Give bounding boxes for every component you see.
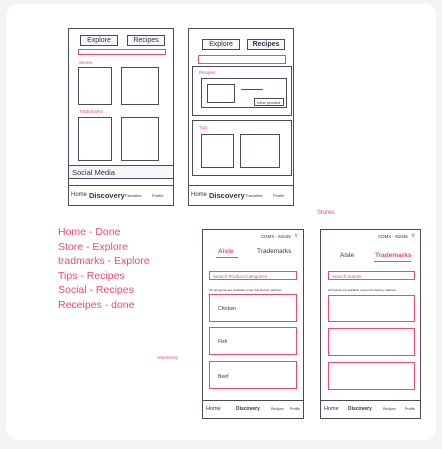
tip-card[interactable] <box>201 134 234 168</box>
recipe-image <box>207 84 235 103</box>
nav-profile[interactable]: Profile <box>405 407 415 411</box>
category-label: Beef <box>218 374 229 380</box>
tab-trademarks[interactable]: Trademarks <box>257 248 292 255</box>
nav-favorites[interactable]: Favorites <box>125 193 142 198</box>
tip-card[interactable] <box>240 134 280 168</box>
stores-heading: Stores <box>317 210 335 216</box>
brand-card[interactable] <box>328 362 415 390</box>
nav-profile[interactable]: Profile <box>152 193 164 198</box>
recipe-card[interactable]: View product <box>201 78 287 108</box>
wireframe-recipes: Explore Recipes Recipes View product Tip… <box>188 28 294 206</box>
tab-underline <box>374 261 411 262</box>
bottom-nav: Home Discovery Recipes Profile <box>203 400 303 418</box>
delivery-location[interactable]: CDMX - 91045 <box>378 234 408 239</box>
brand-card[interactable] <box>328 295 415 322</box>
nav-discovery[interactable]: Discovery <box>209 191 245 200</box>
note-item: Social - Recipes <box>58 284 134 296</box>
category-card[interactable]: Fish <box>209 327 297 355</box>
note-item: Store - Explore <box>58 240 129 253</box>
tab-explore[interactable]: Explore <box>202 39 240 50</box>
social-media-label: Social Media <box>72 168 115 177</box>
category-card[interactable]: Beef <box>209 361 297 389</box>
tab-aisle[interactable]: Aisle <box>340 252 355 259</box>
recipes-section: Recipes View product <box>192 66 292 116</box>
note-item: Home - Done <box>58 226 121 238</box>
nav-profile[interactable]: Profile <box>273 193 285 198</box>
store-card[interactable] <box>78 67 112 105</box>
availability-caption: All brands are available under this deli… <box>328 288 396 292</box>
tips-section: Tips <box>192 120 292 176</box>
category-label: Fish <box>218 339 228 345</box>
view-product-button[interactable]: View product <box>254 98 284 106</box>
search-bar[interactable] <box>198 55 286 64</box>
bottom-nav: Home Discovery Recipes Profile <box>321 400 420 418</box>
delivery-location[interactable]: CDMX - 91045 <box>261 234 291 239</box>
tips-label: Tips <box>199 125 208 130</box>
search-placeholder: Search Product Categories <box>213 274 268 279</box>
nav-home[interactable]: Home <box>71 192 88 198</box>
tab-underline <box>216 257 238 258</box>
bottom-nav: Home Discovery Favorites Profile <box>189 185 293 205</box>
wireframe-explore: Explore Recipes Stores Trademarks Social… <box>68 28 174 206</box>
wireframe-trademarks: CDMX - 91045 ∨ Aisle Trademarks Search b… <box>320 229 421 419</box>
nav-home[interactable]: Home <box>191 192 208 198</box>
tab-recipes[interactable]: Recipes <box>247 39 285 50</box>
wireframe-aisle: CDMX - 91045 ∨ Aisle Trademarks Search P… <box>202 229 304 419</box>
store-card[interactable] <box>121 67 159 105</box>
note-item: Tips - Recipes <box>58 269 125 282</box>
trademarks-label: Trademarks <box>79 109 103 114</box>
tab-trademarks[interactable]: Trademarks <box>375 252 412 259</box>
nav-recipes[interactable]: Recipes <box>383 407 396 411</box>
nav-discovery[interactable]: Discovery <box>348 406 372 412</box>
nav-home[interactable]: Home <box>206 406 221 412</box>
chevron-down-icon[interactable]: ∨ <box>294 233 299 239</box>
chevron-down-icon[interactable]: ∨ <box>411 233 416 239</box>
nav-profile[interactable]: Profile <box>290 407 300 411</box>
note-item: Receipes - done <box>58 298 135 311</box>
status-notes: Home - Done Store - Explore tradmarks - … <box>58 225 150 312</box>
bottom-nav: Home Discovery Favorites Profile <box>69 185 173 205</box>
nav-favorites[interactable]: Favorites <box>246 193 263 198</box>
trademark-card[interactable] <box>121 117 159 161</box>
search-input[interactable]: Search brands <box>328 271 415 280</box>
social-media-section[interactable]: Social Media <box>69 165 173 179</box>
search-placeholder: Search brands <box>332 274 362 279</box>
trademark-card[interactable] <box>78 117 112 161</box>
recipe-text-line <box>241 89 263 90</box>
nav-discovery[interactable]: Discovery <box>89 191 125 200</box>
brand-card[interactable] <box>328 328 415 356</box>
nav-recipes[interactable]: Recipes <box>271 407 284 411</box>
recipes-label: Recipes <box>199 70 216 75</box>
tab-aisle[interactable]: Aisle <box>218 248 234 255</box>
search-input[interactable]: Search Product Categories <box>209 271 297 280</box>
nav-home[interactable]: Home <box>324 406 339 412</box>
nav-discovery[interactable]: Discovery <box>236 406 260 412</box>
category-card[interactable]: Chicken <box>209 294 297 322</box>
stores-label: Stores <box>79 60 93 65</box>
side-label: Monterrey <box>158 355 179 360</box>
view-product-label: View product <box>257 100 281 105</box>
tab-explore[interactable]: Explore <box>80 35 118 46</box>
search-bar[interactable] <box>78 49 166 55</box>
availability-caption: All categories are available under this … <box>209 288 282 292</box>
category-label: Chicken <box>218 306 237 312</box>
note-item: tradmarks - Explore <box>58 255 150 267</box>
tab-recipes[interactable]: Recipes <box>127 35 165 46</box>
